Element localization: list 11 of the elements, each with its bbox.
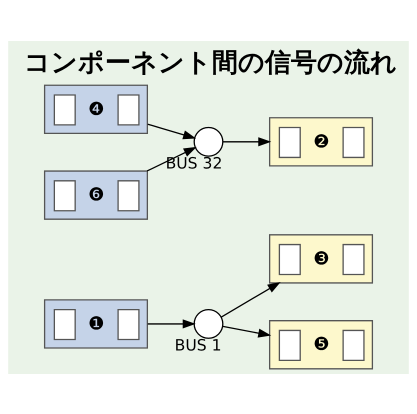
arrow (220, 281, 281, 318)
diagram-title: コンポーネント間の信号の流れ (24, 47, 397, 78)
node-label: BUS 32 (166, 154, 222, 172)
arrow (222, 325, 272, 338)
node-label: BUS 1 (174, 336, 222, 354)
arrow (148, 123, 196, 139)
arrow (146, 146, 197, 172)
node-circle (194, 308, 224, 338)
arrow (148, 318, 196, 328)
arrow (222, 136, 272, 146)
node-circle (194, 126, 224, 156)
